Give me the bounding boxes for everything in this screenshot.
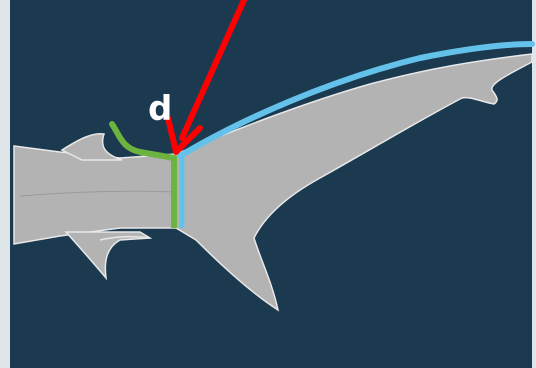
- blue-curve: [177, 41, 535, 159]
- green-marker: [109, 121, 177, 228]
- lateral-line: [19, 190, 177, 197]
- arrow-shaft: [179, 0, 247, 141]
- anal-fin: [64, 231, 153, 281]
- shark-silhouette: [13, 53, 533, 312]
- caudal-fin: [13, 53, 533, 312]
- green-hook: [109, 121, 177, 161]
- blue-marker: [177, 41, 535, 228]
- lower-fin-edge: [99, 235, 151, 241]
- label-d: d: [148, 89, 172, 129]
- second-dorsal-fin: [60, 132, 123, 161]
- arrow-head: [165, 115, 203, 155]
- red-arrow: [165, 0, 247, 155]
